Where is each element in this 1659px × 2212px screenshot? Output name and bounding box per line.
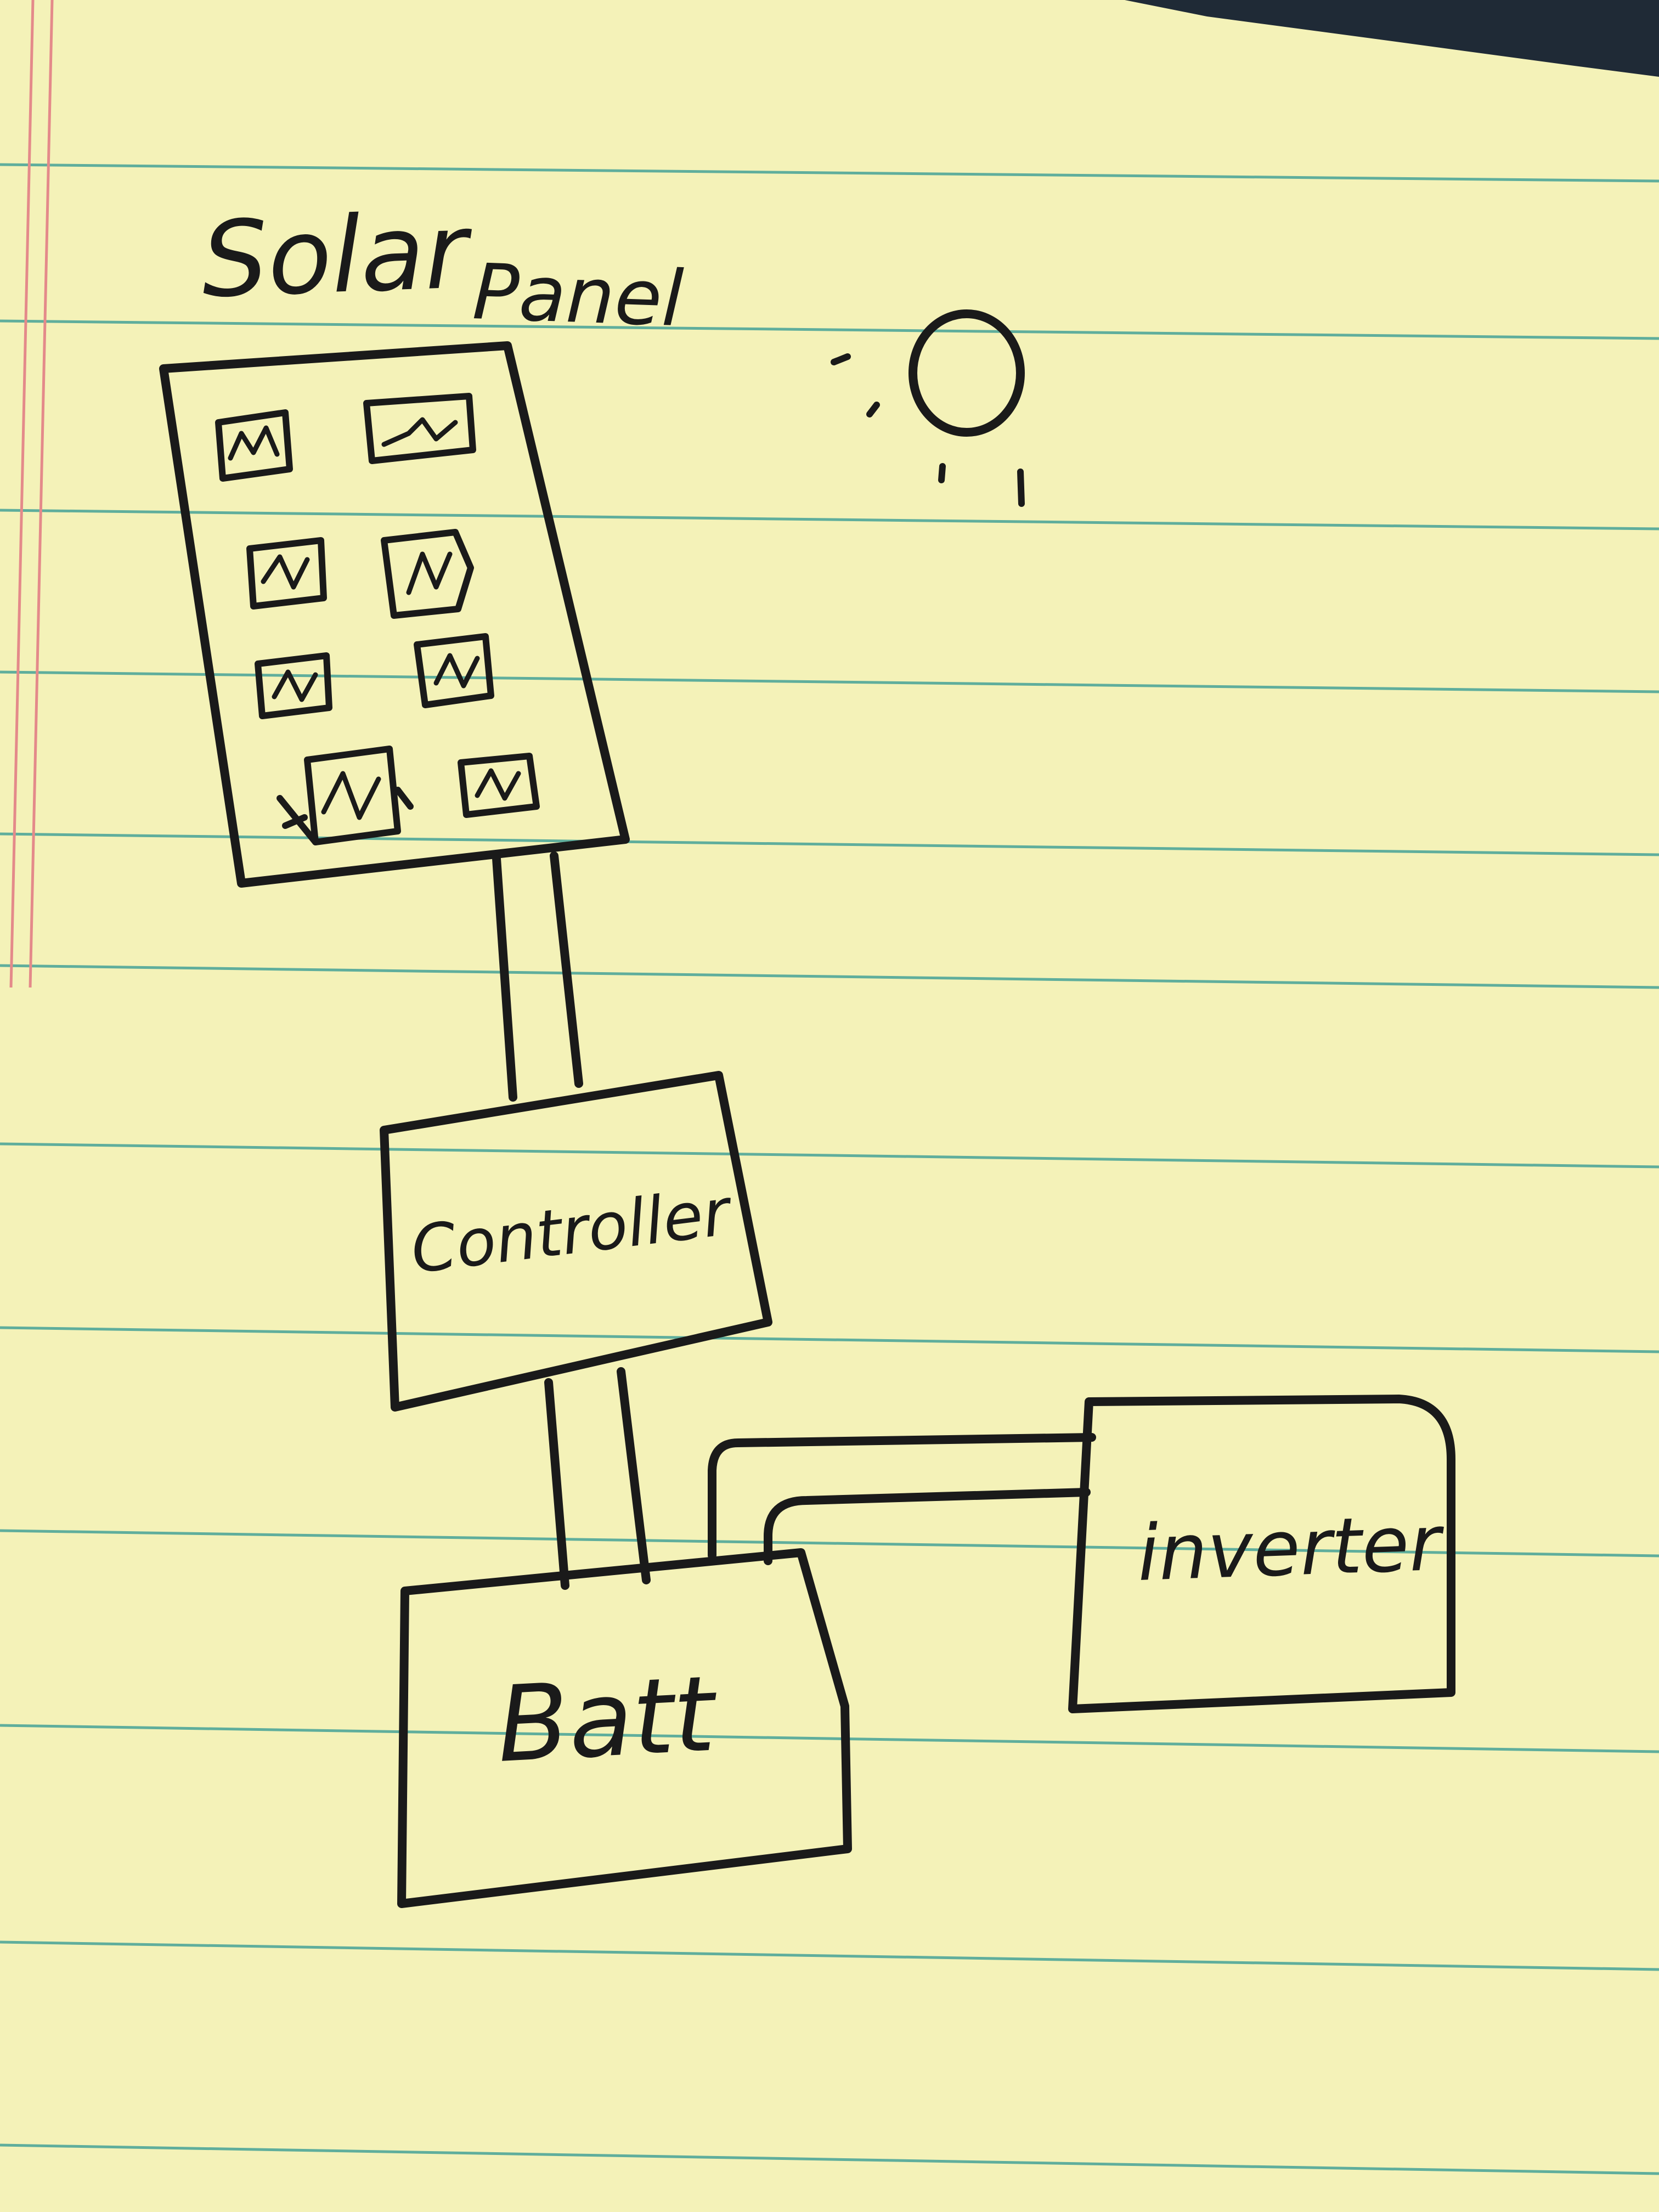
ruled-line (0, 2143, 1659, 2175)
ruled-line (0, 1724, 1659, 1753)
controller-box (380, 1071, 772, 1412)
solar-cell-icon (381, 529, 474, 619)
ruled-line (0, 1142, 1659, 1169)
ruled-line (0, 1326, 1659, 1353)
solar-cell-icon (215, 409, 293, 482)
wire-controller-to-battery (544, 1367, 651, 1590)
ruled-line (0, 964, 1659, 989)
solar-panel-icon (159, 341, 630, 888)
solar-cell-icon (458, 753, 540, 818)
wire-panel-to-controller (492, 851, 583, 1102)
ruled-line (0, 509, 1659, 531)
solar-panel-title-word2: Panel (471, 247, 685, 344)
solar-cell-icon (363, 393, 476, 464)
inverter-label: inverter (1136, 1499, 1446, 1599)
margin-line (9, 0, 35, 988)
battery-box (397, 1548, 852, 1908)
wire-battery-to-inverter (708, 1433, 1096, 1565)
ruled-line (0, 1940, 1659, 1971)
ruled-line (0, 319, 1659, 340)
ruled-lines (0, 163, 1659, 2175)
notepad-binding (1125, 0, 1659, 77)
battery-label: Batt (494, 1653, 721, 1786)
ruled-line (0, 670, 1659, 693)
solar-panel-title-word1: Solar (200, 190, 475, 321)
ruled-line (0, 163, 1659, 183)
ruled-line (0, 832, 1659, 856)
solar-cell-icon (255, 652, 332, 719)
solar-cell-icon (414, 633, 494, 708)
solar-cell-icon (276, 746, 414, 845)
hand-drawn-diagram (159, 309, 1455, 1908)
inverter-box (1068, 1395, 1455, 1713)
margin-line (29, 0, 54, 988)
ruled-line (0, 1529, 1659, 1558)
margin-lines (9, 0, 54, 988)
sun-icon (831, 309, 1025, 507)
solar-cell-icon (246, 537, 327, 610)
